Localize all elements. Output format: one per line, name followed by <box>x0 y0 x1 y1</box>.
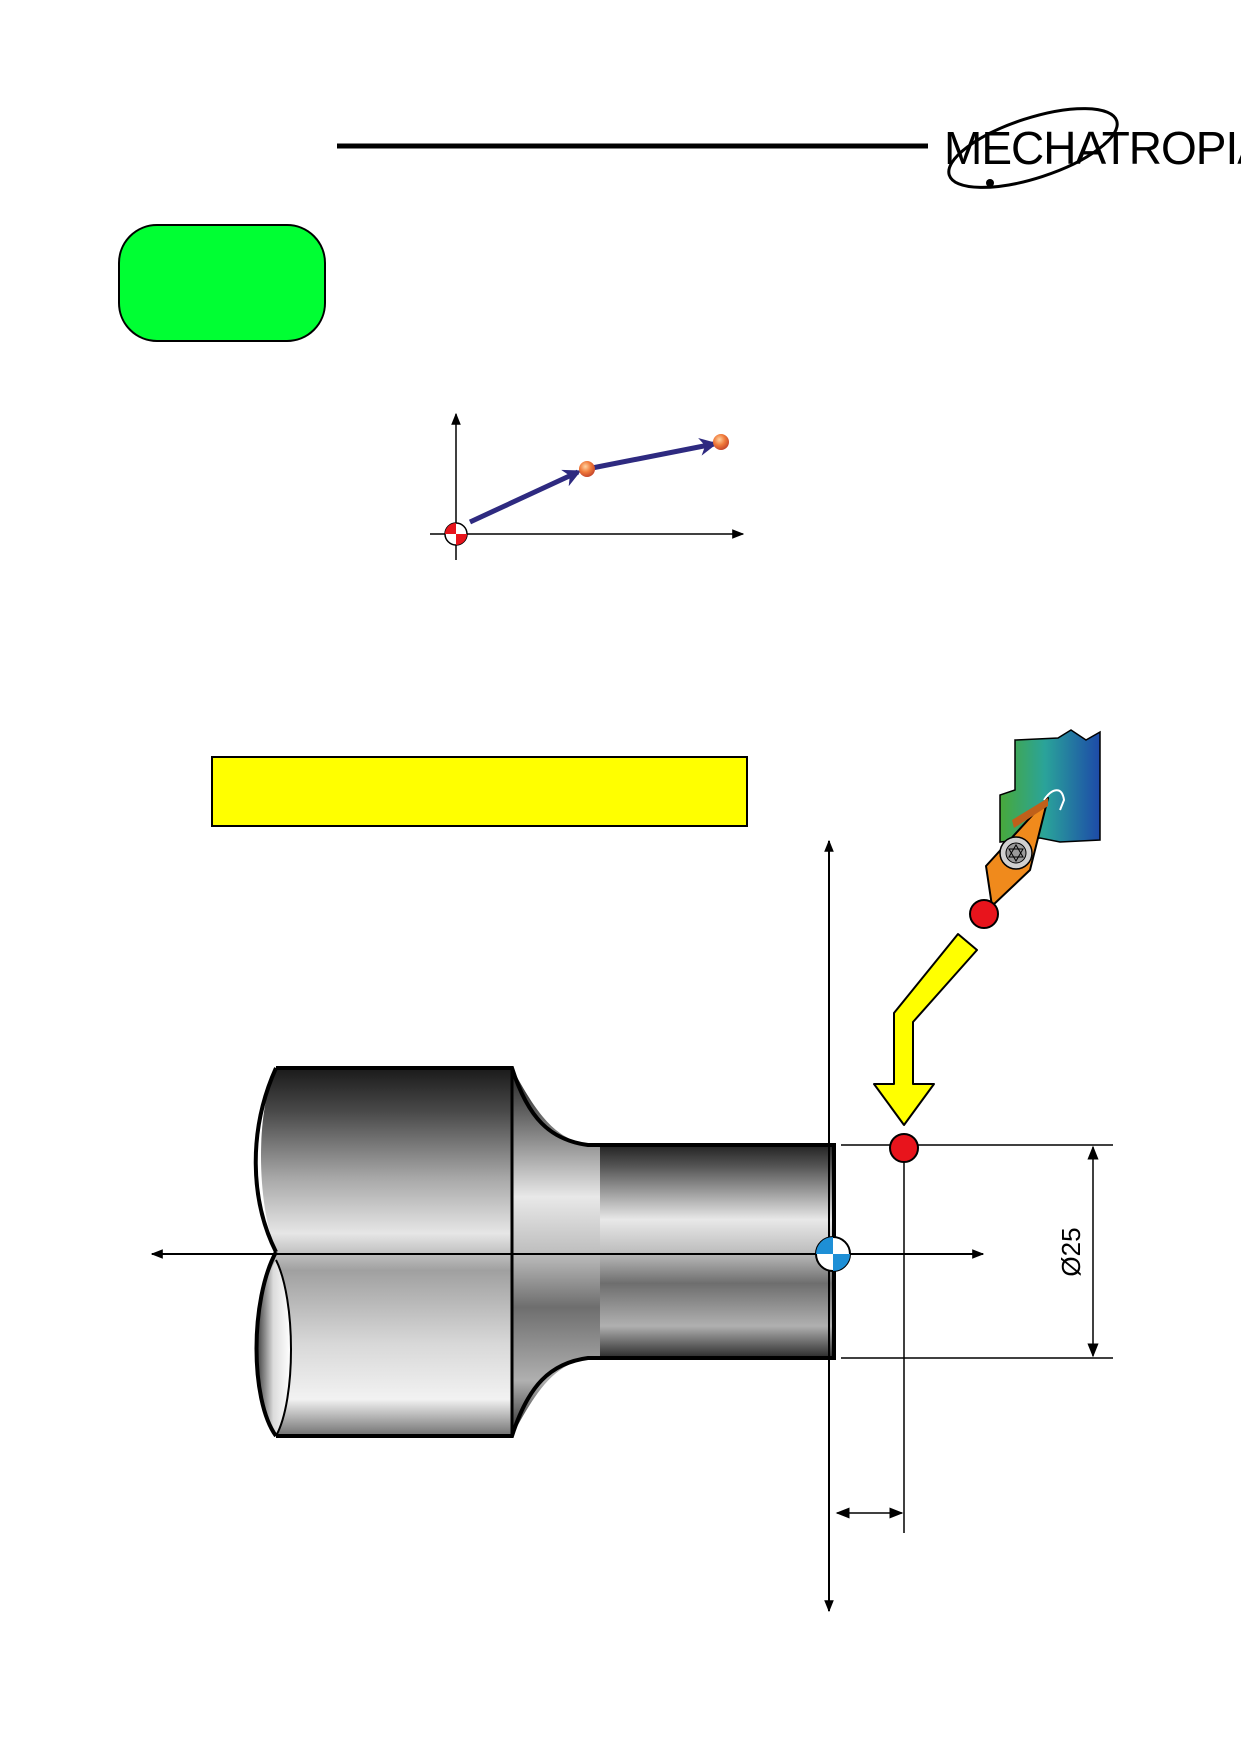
diameter-label: Ø25 <box>1056 1227 1086 1276</box>
motion-vector-diagram <box>430 412 745 560</box>
workpiece <box>253 1066 836 1438</box>
z-offset-dimension <box>835 1145 905 1533</box>
end-point <box>713 434 729 450</box>
tool-nose-point <box>969 899 999 929</box>
turning-tool-icon <box>969 729 1101 929</box>
workpiece-origin-icon <box>444 522 468 546</box>
intermediate-point <box>579 461 595 477</box>
program-zero-icon <box>815 1236 851 1272</box>
approach-arrow-icon <box>873 933 978 1126</box>
first-move-vector <box>468 469 582 525</box>
logo-text: MECHATROPIA <box>944 122 1241 174</box>
diameter-dimension: Ø25 <box>841 1144 1113 1359</box>
mechatropia-logo: MECHATROPIA <box>944 107 1241 189</box>
target-point <box>889 1133 919 1163</box>
instruction-banner <box>211 756 748 827</box>
title-badge <box>118 224 326 342</box>
second-move-vector <box>591 437 718 471</box>
